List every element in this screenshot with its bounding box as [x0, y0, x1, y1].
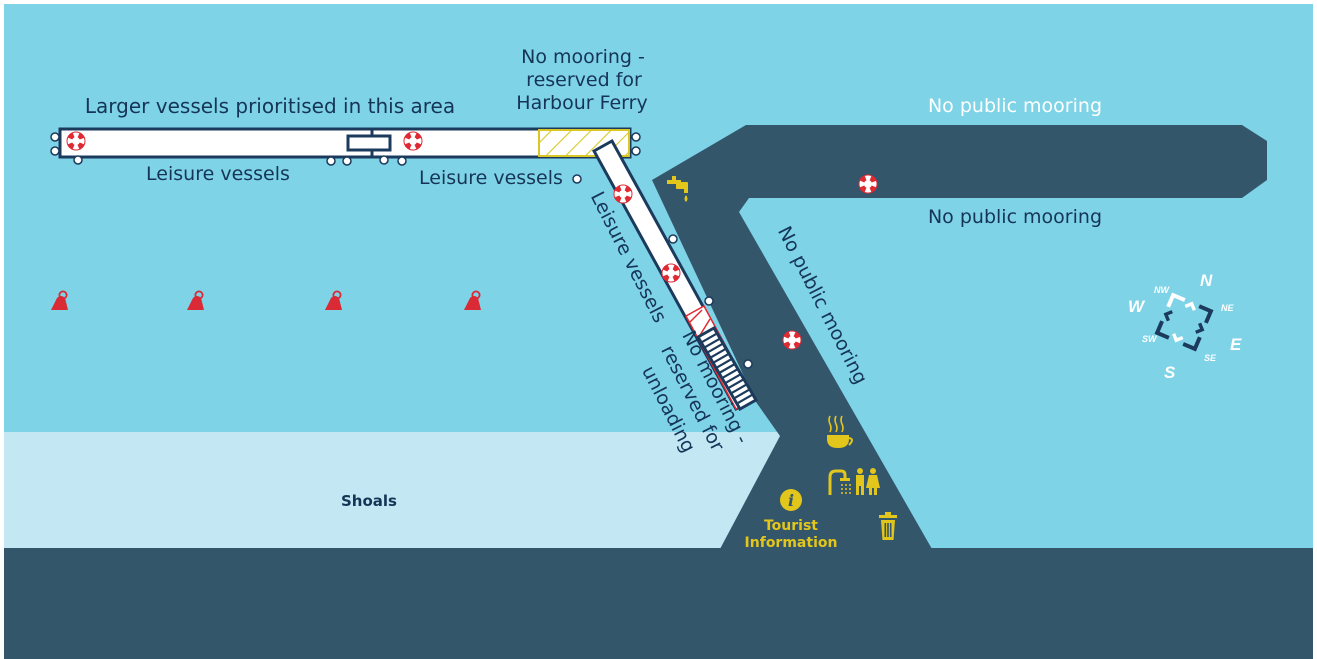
shoals-area — [4, 432, 784, 552]
lifebuoy-icon — [661, 263, 681, 283]
lifebuoys — [66, 131, 878, 350]
land-shore — [4, 548, 1313, 659]
waste-bin-icon — [879, 512, 897, 540]
toilets-icon — [856, 468, 880, 495]
label-ferry-line3: Harbour Ferry — [516, 92, 647, 114]
label-no-public-mooring-south: No public mooring — [928, 206, 1102, 228]
water-tap-icon — [667, 176, 688, 202]
buoy-icon — [464, 290, 481, 310]
coffee-cup-icon — [827, 415, 853, 448]
ladder-rung — [704, 338, 720, 349]
compass-n: N — [1200, 271, 1213, 290]
compass-ne: NE — [1221, 303, 1234, 313]
buoy-icon — [187, 290, 204, 310]
lifebuoy-icon — [66, 131, 86, 151]
label-leisure-vessels-west: Leisure vessels — [146, 163, 290, 185]
compass-se: SE — [1204, 353, 1217, 363]
label-information: Information — [745, 535, 838, 551]
ladder-rung — [707, 343, 723, 354]
ladder-rung — [737, 393, 753, 404]
mooring-buoys — [51, 290, 481, 310]
label-leisure-vessels-centre: Leisure vessels — [419, 167, 563, 189]
bollards — [50, 132, 753, 369]
information-icon: i — [780, 489, 802, 511]
info-glyph: i — [788, 491, 794, 510]
buoy-icon — [51, 290, 68, 310]
compass-rose — [1154, 292, 1214, 352]
ladder-rung — [725, 373, 741, 384]
compass-arrow-south — [1182, 336, 1202, 352]
compass-arrow-north — [1166, 292, 1186, 308]
ladder-rung — [710, 348, 726, 359]
ladder-rung — [722, 368, 738, 379]
ladder-rung — [713, 353, 729, 364]
lifebuoy-icon — [403, 131, 423, 151]
label-shoals: Shoals — [341, 492, 397, 510]
harbour-map: i N S E W NE NW SE SW Larger vessels pri… — [4, 4, 1313, 659]
compass-sw: SW — [1142, 334, 1158, 344]
lifebuoy-icon — [613, 184, 633, 204]
label-ferry-line2: reserved for — [526, 69, 642, 91]
shower-icon — [828, 469, 851, 495]
label-ferry-line1: No mooring - — [521, 46, 645, 68]
compass-nw: NW — [1154, 285, 1170, 295]
compass-arrow-west — [1154, 320, 1170, 340]
ladder-rung — [719, 363, 735, 374]
compass-arrow-east — [1198, 304, 1214, 324]
upper-jetty — [58, 127, 632, 159]
ladder-rung — [734, 388, 750, 399]
lifebuoy-icon — [782, 330, 802, 350]
ladder-rung — [728, 378, 744, 389]
ladder-rung — [716, 358, 732, 369]
breakwater — [652, 125, 1267, 549]
compass-w: W — [1128, 297, 1146, 316]
lifebuoy-icon — [858, 174, 878, 194]
label-larger-vessels: Larger vessels prioritised in this area — [85, 94, 455, 118]
label-no-public-mooring-north: No public mooring — [928, 95, 1102, 117]
ladder-rung — [731, 383, 747, 394]
label-tourist: Tourist — [764, 518, 818, 534]
compass-s: S — [1164, 363, 1176, 382]
buoy-icon — [325, 290, 342, 310]
compass-e: E — [1230, 335, 1242, 354]
gangway-ladder — [695, 325, 759, 412]
compass-labels: N S E W NE NW SE SW — [1128, 271, 1242, 382]
ladder-rung — [701, 333, 717, 344]
